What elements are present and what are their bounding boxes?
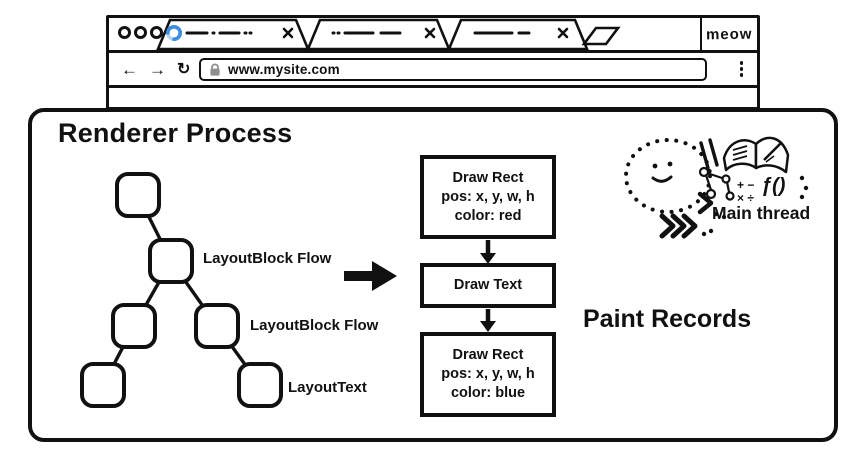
tab-2[interactable] bbox=[306, 18, 451, 50]
reload-button[interactable]: ↻ bbox=[177, 61, 191, 78]
layout-tree-node bbox=[237, 362, 283, 408]
traffic-light-icon[interactable] bbox=[150, 26, 163, 39]
url-text: www.mysite.com bbox=[228, 62, 340, 77]
browser-window: meow ← → ↻ www.mysite.com bbox=[106, 15, 760, 110]
lock-icon bbox=[210, 63, 220, 76]
tree-node-label: LayoutBlock Flow bbox=[250, 317, 379, 334]
paint-record-line: color: blue bbox=[450, 385, 526, 401]
thinking-head-icon bbox=[624, 138, 712, 214]
traffic-light-icon[interactable] bbox=[118, 26, 131, 39]
paint-record-line: Draw Rect bbox=[452, 347, 524, 363]
paint-records-title: Paint Records bbox=[583, 305, 752, 333]
paint-record-line: pos: x, y, w, h bbox=[441, 366, 535, 382]
traffic-light-icon[interactable] bbox=[134, 26, 147, 39]
triple-chevron-icon bbox=[659, 213, 698, 239]
paint-record-line: color: red bbox=[454, 207, 522, 224]
paint-record-box: Draw Rect pos: x, y, w, h color: blue bbox=[420, 332, 556, 417]
url-bar[interactable]: www.mysite.com bbox=[199, 58, 707, 81]
browser-brand-box: meow bbox=[700, 18, 757, 50]
paint-record-box: Draw Text bbox=[420, 263, 556, 308]
tree-graph-icon bbox=[698, 166, 735, 201]
function-symbol: ƒ() bbox=[761, 175, 786, 197]
back-button[interactable]: ← bbox=[121, 60, 138, 79]
main-thread-label: Main thread bbox=[712, 203, 810, 223]
renderer-process-title: Renderer Process bbox=[58, 118, 293, 148]
tab-3[interactable] bbox=[447, 18, 589, 50]
paint-record-line: Draw Text bbox=[453, 277, 523, 293]
layout-tree-node bbox=[115, 172, 161, 218]
smiley-face-icon bbox=[651, 161, 673, 183]
math-symbols-bottom: × ÷ bbox=[737, 191, 754, 205]
forward-button[interactable]: → bbox=[149, 60, 166, 79]
book-icon bbox=[722, 136, 790, 174]
tree-node-label: LayoutBlock Flow bbox=[203, 250, 332, 267]
paint-record-box: Draw Rect pos: x, y, w, h color: red bbox=[420, 155, 556, 239]
tab-1-close-icon[interactable] bbox=[282, 27, 294, 39]
layout-tree-node bbox=[148, 238, 194, 284]
tab-2-close-icon[interactable] bbox=[424, 27, 436, 39]
paint-record-line: pos: x, y, w, h bbox=[441, 188, 535, 205]
browser-navbar: ← → ↻ www.mysite.com bbox=[109, 53, 757, 88]
layout-tree-node bbox=[80, 362, 126, 408]
pencils-icon bbox=[699, 138, 719, 170]
layout-tree-node bbox=[111, 303, 157, 349]
layout-tree-node bbox=[194, 303, 240, 349]
traffic-lights[interactable] bbox=[118, 26, 163, 39]
tree-node-label: LayoutText bbox=[288, 379, 367, 396]
main-thread-doodle: + − × ÷ ƒ() Main thread bbox=[624, 136, 810, 239]
new-tab-button[interactable] bbox=[581, 26, 621, 46]
tabs-graphic bbox=[156, 18, 621, 50]
tab-3-close-icon[interactable] bbox=[557, 27, 569, 39]
dotted-trail bbox=[701, 175, 809, 237]
math-symbols-top: + − bbox=[737, 178, 754, 192]
tab-strip: meow bbox=[109, 18, 757, 53]
tab-loading-spinner-icon bbox=[165, 25, 182, 41]
paint-record-line: Draw Rect bbox=[452, 169, 524, 186]
browser-brand: meow bbox=[706, 25, 753, 43]
browser-menu-icon[interactable] bbox=[739, 61, 743, 77]
chevron-icon bbox=[697, 191, 714, 215]
